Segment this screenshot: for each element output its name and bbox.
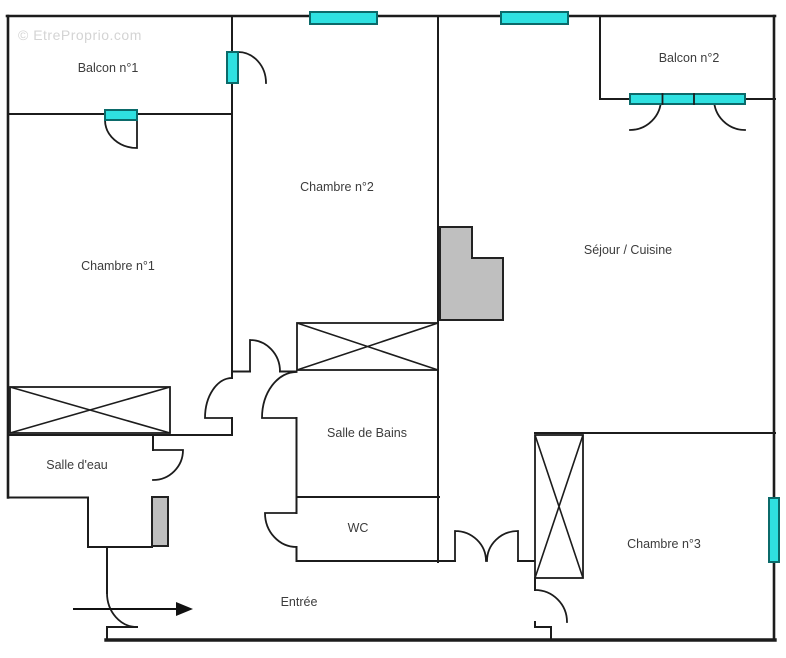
windows (104, 11, 780, 563)
room-label-balcon-2: Balcon n°2 (659, 51, 720, 65)
room-label-entree: Entrée (281, 595, 318, 609)
wall-balcony2 (599, 15, 776, 100)
entrance-arrow (73, 602, 193, 616)
door-entree-sejour-double (454, 530, 519, 562)
watermark-text: © EtreProprio.com (18, 27, 142, 43)
wardrobe-chambre2 (296, 322, 439, 371)
room-label-wc: WC (348, 521, 369, 535)
door-salle-d-eau (152, 449, 184, 481)
wardrobe-chambre3 (534, 434, 584, 579)
window-balcony1-chambre2-door (226, 51, 239, 84)
room-label-balcon-1: Balcon n°1 (78, 61, 139, 75)
window-chambre2-top (309, 11, 378, 25)
wardrobe-chambre1 (9, 386, 171, 434)
doors (104, 51, 746, 628)
wardrobes (9, 322, 584, 579)
room-label-chambre-1: Chambre n°1 (81, 259, 155, 273)
room-label-sejour-cuisine: Séjour / Cuisine (584, 243, 672, 257)
room-label-chambre-3: Chambre n°3 (627, 537, 701, 551)
outer-walls (5, 14, 777, 642)
room-label-chambre-2: Chambre n°2 (300, 180, 374, 194)
entrance-arrow-head (176, 602, 193, 616)
wall-ch3-door-jamb (534, 577, 552, 641)
door-salle-de-bains (261, 371, 298, 419)
door-chambre2 (249, 339, 281, 373)
room-labels: © EtreProprio.com Balcon n°1 Balcon n°2 … (18, 27, 719, 609)
wall-balcony1-and-divider (7, 15, 233, 436)
window-sejour-top (500, 11, 569, 25)
door-balcony1-chambre1 (104, 119, 138, 149)
door-chambre3 (534, 589, 568, 623)
room-label-salle-d-eau: Salle d'eau (46, 458, 108, 472)
window-balcony1-chambre1-door (104, 109, 138, 121)
wall-entrance-jamb (106, 626, 138, 641)
wall-salledeau (7, 436, 154, 594)
room-label-salle-de-bains: Salle de Bains (327, 426, 407, 440)
door-entrance (106, 592, 138, 628)
window-balcony2-door-dividers (661, 93, 695, 105)
chimney-block-sejour (439, 226, 504, 321)
window-chambre3-right (768, 497, 780, 563)
gray-blocks (151, 226, 504, 547)
wall-sdb-wc (295, 417, 536, 562)
duct-block-salledeau (151, 496, 169, 547)
door-chambre1 (204, 377, 233, 419)
door-balcony1-chambre2 (237, 51, 267, 84)
window-balcony2-doors (629, 93, 746, 105)
door-wc (264, 512, 298, 548)
